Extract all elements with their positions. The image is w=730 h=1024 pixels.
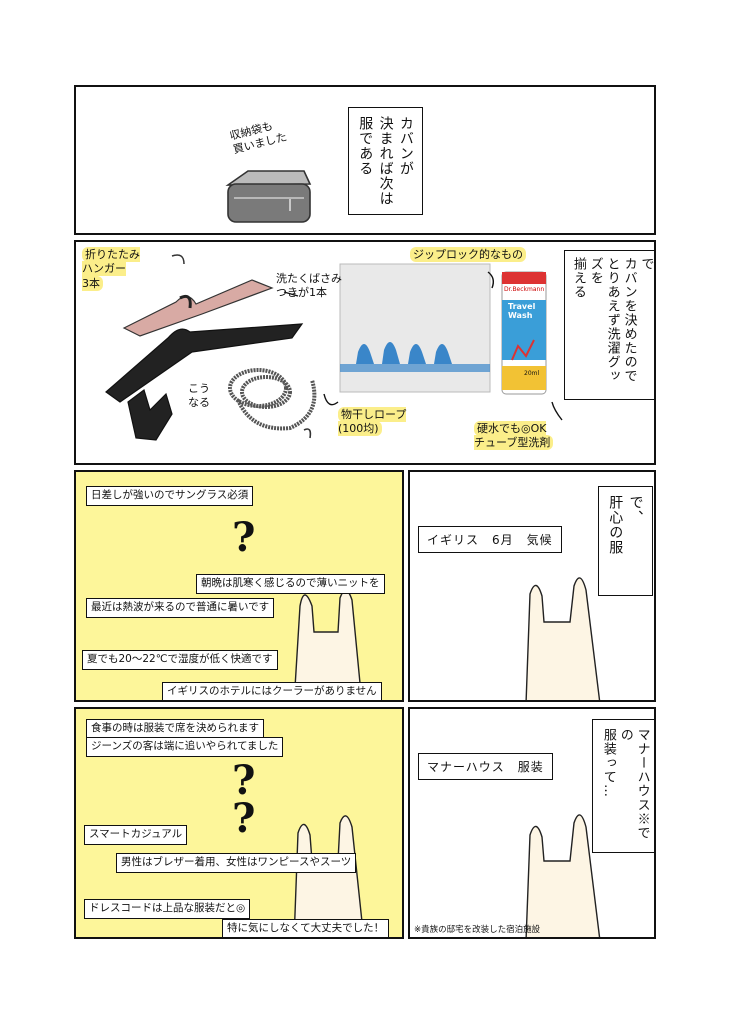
dress-tag-jeans: ジーンズの客は端に追いやられてました (86, 737, 284, 757)
caption-box: カバンが 決まれば次は 服である (348, 107, 423, 215)
tote-bag-illustration (293, 589, 363, 700)
dress-tag-elegant: ドレスコードは上品な服装だと◎ (84, 899, 251, 919)
hanger-label: 折りたたみ ハンガー 3本 (82, 247, 140, 291)
clip-label: 洗たくばさみ つきが1本 (276, 272, 342, 300)
dress-tag-no-worry: 特に気にしなくて大丈夫でした！ (222, 919, 390, 937)
weather-tag-heatwave: 最近は熱波が来るので普通に暑いです (86, 598, 275, 618)
caption-box: 旅先で洗濯する前提で カバンを決めたので とりあえず洗濯グッズを 揃える (564, 250, 654, 400)
panel-weather-results: 日差しが強いのでサングラス必須 ? 朝晩は肌寒く感じるので薄いニットを 最近は熱… (74, 470, 404, 702)
weather-tag-temperature: 夏でも20〜22℃で湿度が低く快適です (82, 650, 278, 670)
search-box: マナーハウス 服装 (418, 753, 553, 780)
panel-laundry-goods: 折りたたみ ハンガー 3本 (74, 240, 656, 465)
laundry-goods-illustration (105, 254, 563, 441)
question-mark: ? (232, 795, 256, 842)
dress-tag-smart-casual: スマートカジュアル (84, 825, 188, 845)
tote-bag-illustration (525, 577, 601, 700)
panel-bag: 収納袋も 買いました カバンが 決まれば次は 服である (74, 85, 656, 235)
panel-search-dresscode: マナーハウス 服装 そういえば マナーハウス※での 服装って… ※貴族の邸宅を改… (408, 707, 656, 939)
detergent-label: 硬水でも◎OK チューブ型洗剤 (474, 421, 554, 451)
tube-size: 20ml (524, 370, 540, 377)
dress-tag-blazer: 男性はブレザー着用、女性はワンピースやスーツ (116, 853, 357, 873)
panel-dresscode-results: 食事の時は服装で席を決められます ジーンズの客は端に追いやられてました ? ? … (74, 707, 404, 939)
weather-tag-no-ac: イギリスのホテルにはクーラーがありません (162, 682, 382, 700)
tube-name: Travel Wash (508, 302, 536, 320)
caption-box: で、 肝心の服 (598, 486, 653, 596)
weather-tag-sunglasses: 日差しが強いのでサングラス必須 (86, 486, 254, 506)
tote-bag-illustration (525, 814, 601, 937)
ziploc-label: ジップロック的なもの (410, 247, 526, 262)
search-box: イギリス 6月 気候 (418, 526, 562, 553)
tube-brand: Dr.Beckmann (504, 286, 545, 293)
footnote: ※貴族の邸宅を改装した宿泊施設 (414, 925, 541, 935)
dress-tag-seating: 食事の時は服装で席を決められます (86, 719, 264, 739)
panel-search-weather: イギリス 6月 気候 で、 肝心の服 (408, 470, 656, 702)
folded-label: こう なる (188, 382, 210, 410)
storage-pouch-illustration (225, 170, 312, 223)
rope-label: 物干しロープ (100均) (338, 407, 407, 437)
question-mark: ? (232, 514, 256, 561)
weather-tag-knit: 朝晩は肌寒く感じるので薄いニットを (196, 574, 385, 594)
caption-box: そういえば マナーハウス※での 服装って… (592, 719, 654, 853)
question-mark: ? (232, 757, 256, 804)
